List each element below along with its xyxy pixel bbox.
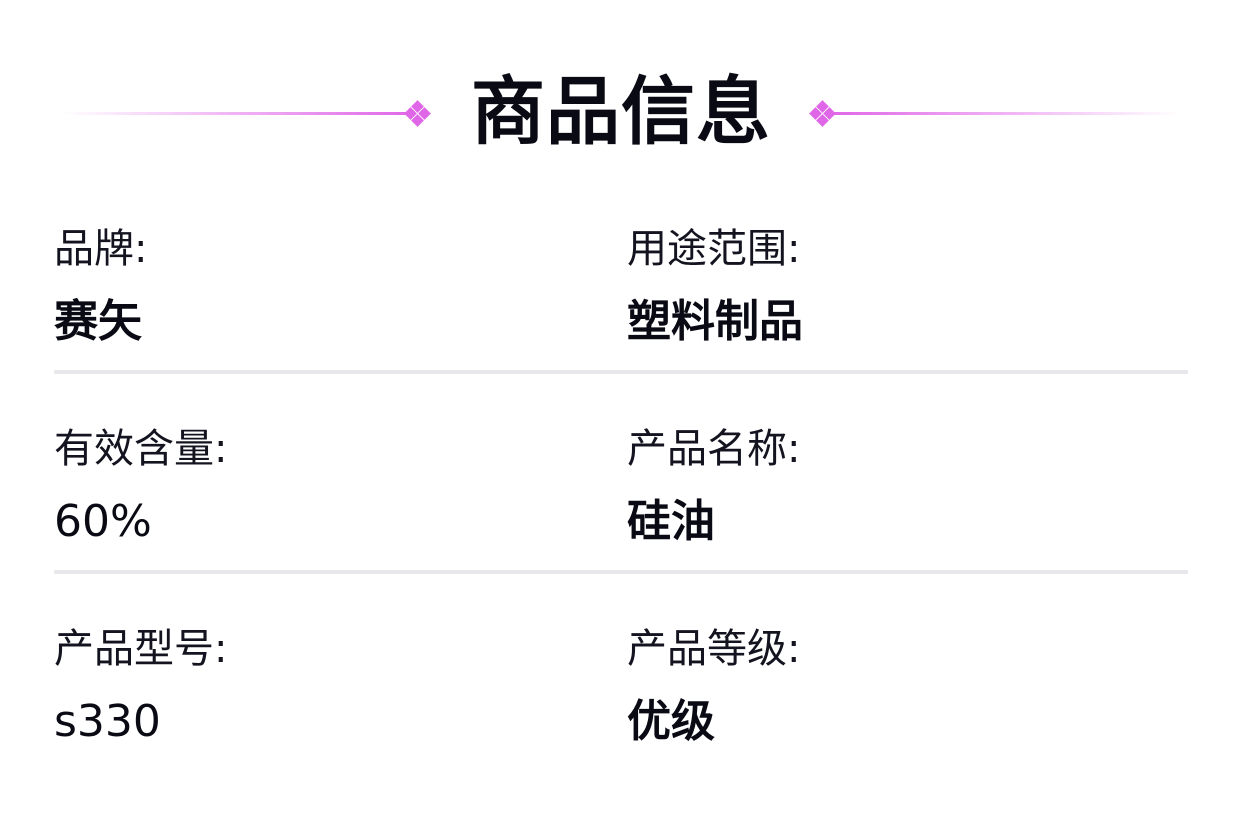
info-item-effective-content: 有效含量: 60% — [54, 426, 227, 546]
info-label: 产品名称: — [627, 426, 801, 472]
info-item-usage-scope: 用途范围: 塑料制品 — [627, 226, 803, 346]
info-row: 品牌: 赛矢 用途范围: 塑料制品 — [54, 200, 1188, 400]
info-label: 用途范围: — [627, 226, 801, 272]
info-row: 产品型号: s330 产品等级: 优级 — [54, 600, 1188, 800]
info-label: 产品型号: — [54, 626, 228, 672]
info-label: 产品等级: — [627, 626, 801, 672]
row-divider — [54, 570, 1188, 574]
product-info-grid: 品牌: 赛矢 用途范围: 塑料制品 有效含量: 60% 产品名称: 硅油 产品型… — [54, 200, 1188, 800]
decorative-line-right — [830, 112, 1180, 115]
info-value: 60% — [54, 496, 152, 547]
info-value: 赛矢 — [54, 296, 142, 347]
info-label: 有效含量: — [54, 426, 228, 472]
section-title: 商品信息 — [471, 69, 771, 155]
info-value: 塑料制品 — [627, 296, 803, 347]
info-item-product-grade: 产品等级: 优级 — [627, 626, 800, 746]
info-label: 品牌: — [54, 226, 148, 272]
info-value: s330 — [54, 696, 161, 747]
decorative-line-left — [62, 112, 412, 115]
info-item-brand: 品牌: 赛矢 — [54, 226, 147, 346]
info-value: 硅油 — [627, 496, 715, 547]
info-row: 有效含量: 60% 产品名称: 硅油 — [54, 400, 1188, 600]
section-header: 商品信息 — [0, 62, 1242, 162]
info-value: 优级 — [627, 696, 715, 747]
info-item-product-model: 产品型号: s330 — [54, 626, 227, 746]
row-divider — [54, 370, 1188, 374]
info-item-product-name: 产品名称: 硅油 — [627, 426, 800, 546]
